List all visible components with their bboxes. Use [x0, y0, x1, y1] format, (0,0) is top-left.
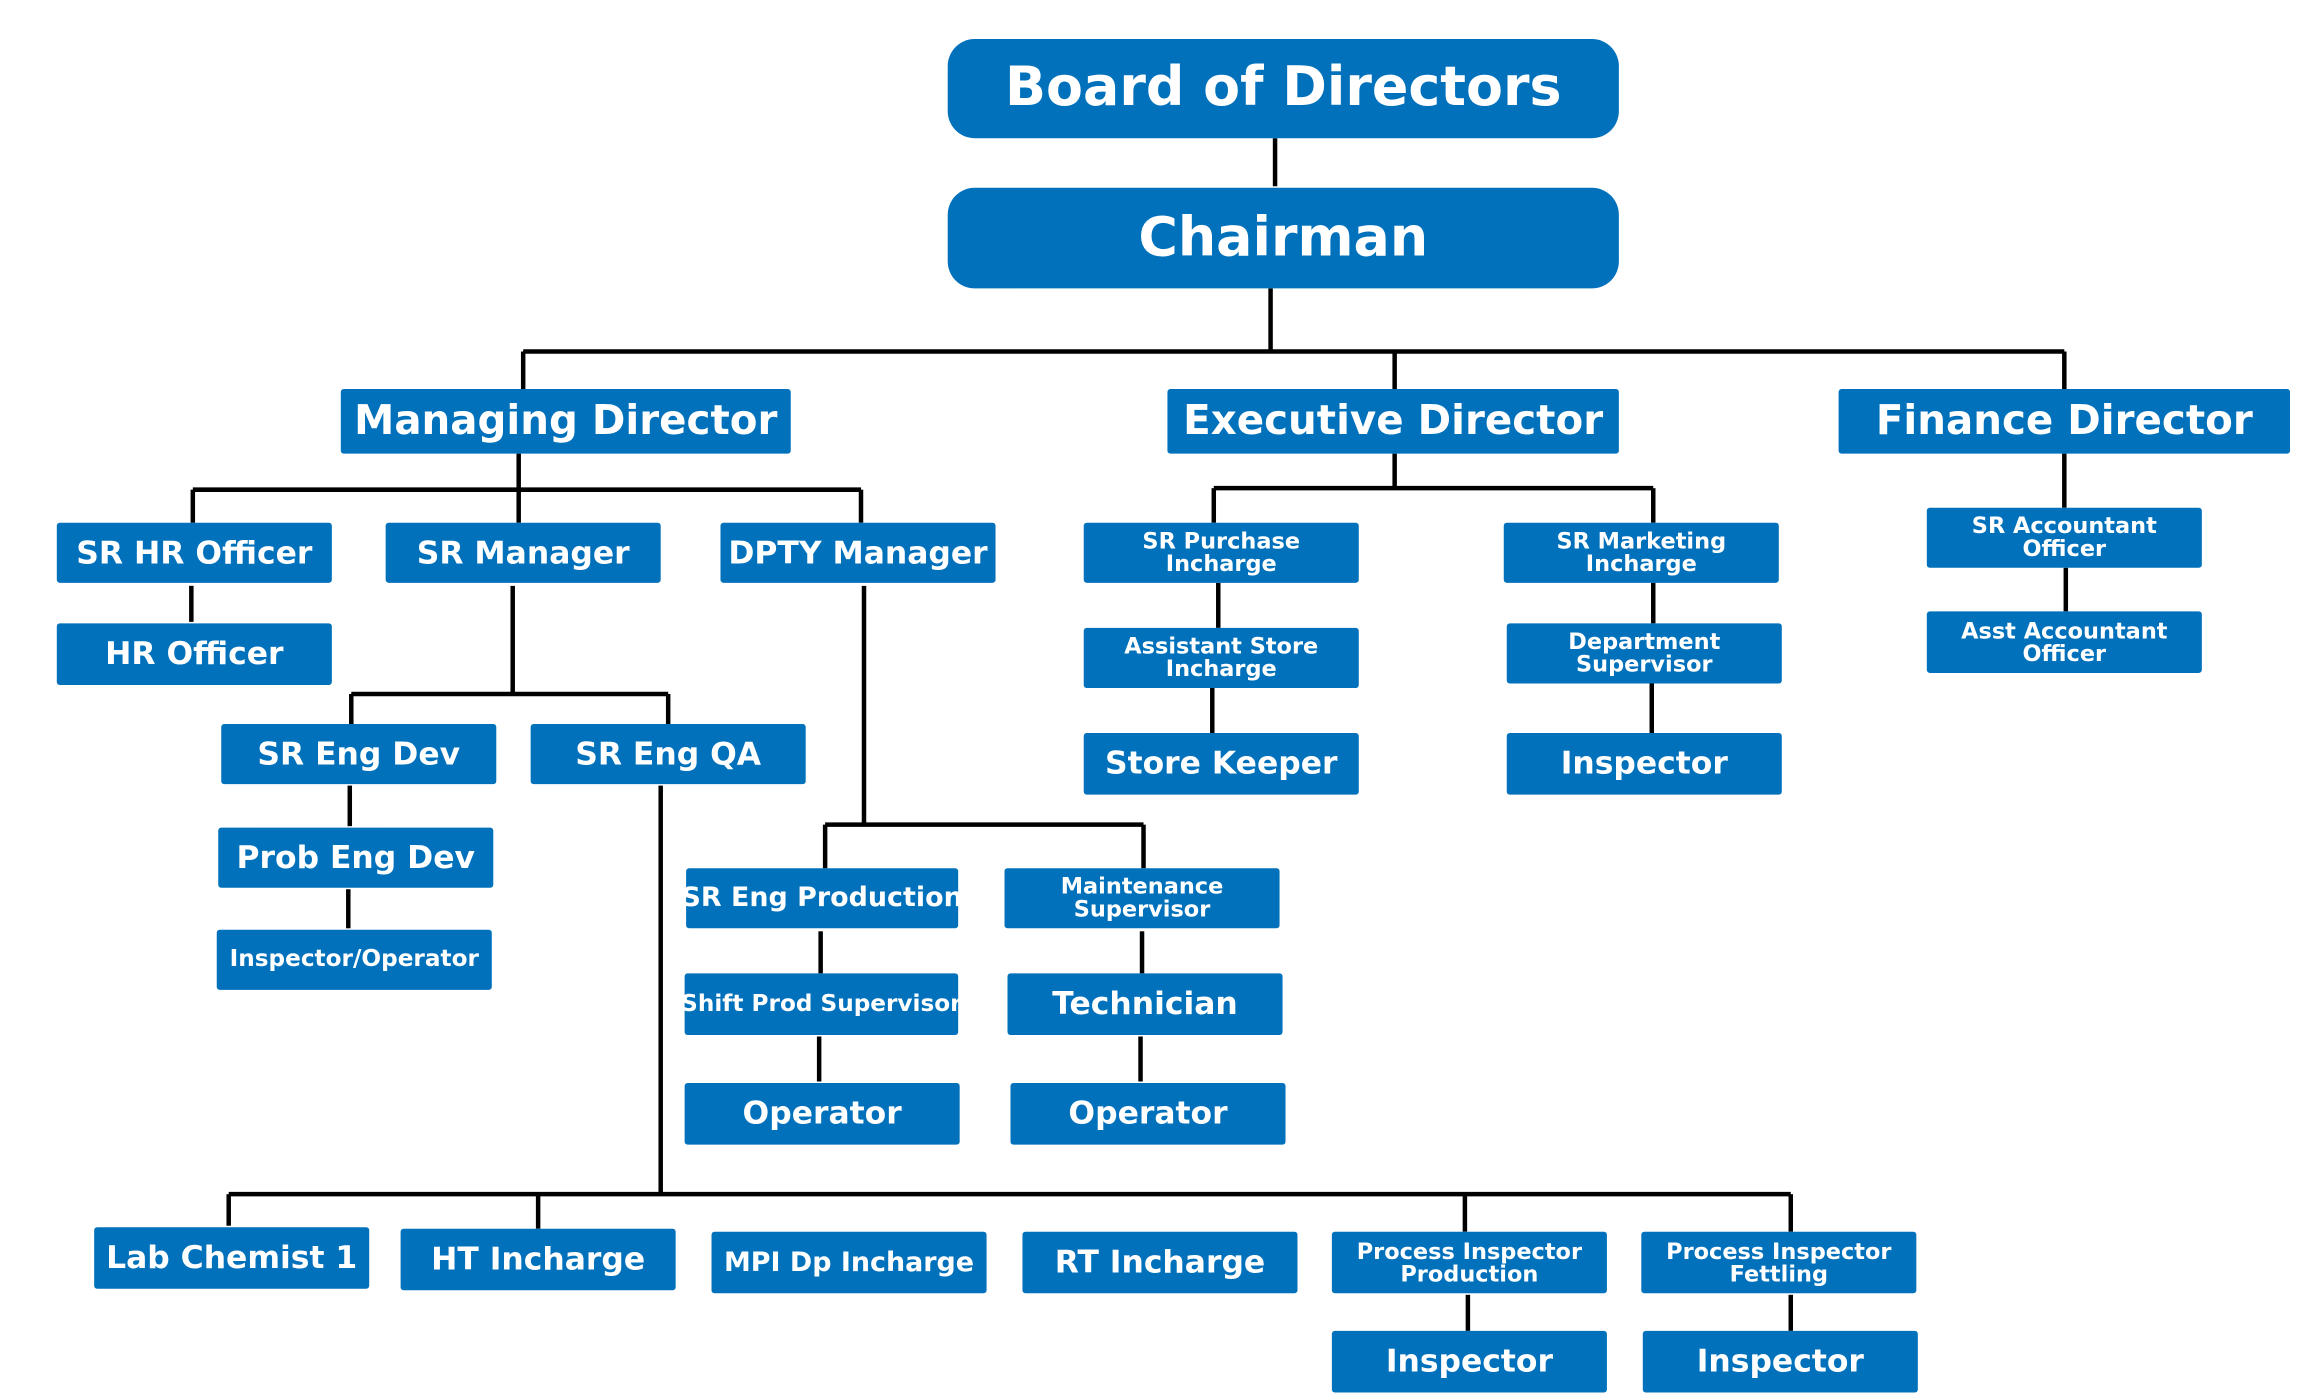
technician-box: Technician	[1007, 973, 1283, 1035]
store-keeper-box: Store Keeper	[1083, 733, 1359, 795]
asst-accountant-officer-box: Asst Accountant Officer	[1926, 611, 2202, 673]
prob-eng-dev-box: Prob Eng Dev	[218, 827, 494, 888]
inspector-fettling-box: Inspector	[1642, 1330, 1918, 1393]
process-inspector-production-box: Process Inspector Production	[1331, 1231, 1607, 1294]
sr-purchase-incharge-box: SR Purchase Incharge	[1083, 522, 1359, 583]
sr-hr-officer-box: SR HR Officer	[56, 522, 332, 583]
assistant-store-incharge-box: Assistant Store Incharge	[1083, 627, 1359, 688]
shift-prod-supervisor-box: Shift Prod Supervisor	[681, 973, 962, 1035]
operator-maintenance-box: Operator	[1010, 1083, 1286, 1145]
sr-eng-dev-box: SR Eng Dev	[221, 724, 497, 785]
managing-director-box: Managing Director	[340, 389, 791, 454]
board-of-directors-box: Board of Directors	[947, 39, 1619, 139]
dpty-manager-box: DPTY Manager	[720, 522, 996, 583]
department-supervisor-box: Department Supervisor	[1506, 623, 1782, 684]
inspector-production-box: Inspector	[1331, 1330, 1607, 1393]
ht-incharge-box: HT Incharge	[400, 1228, 676, 1291]
finance-director-box: Finance Director	[1838, 389, 2291, 454]
mpi-dp-incharge-box: MPI Dp Incharge	[711, 1231, 987, 1294]
lab-chemist-box: Lab Chemist 1	[94, 1227, 370, 1289]
inspector-marketing-box: Inspector	[1506, 733, 1782, 795]
rt-incharge-box: RT Incharge	[1022, 1231, 1298, 1294]
sr-eng-qa-box: SR Eng QA	[530, 724, 806, 785]
sr-eng-production-box: SR Eng Production	[682, 868, 963, 929]
chairman-box: Chairman	[947, 187, 1619, 289]
sr-accountant-officer-box: SR Accountant Officer	[1926, 507, 2202, 568]
process-inspector-fettling-box: Process Inspector Fettling	[1641, 1231, 1917, 1294]
sr-marketing-incharge-box: SR Marketing Incharge	[1503, 522, 1779, 583]
maintenance-supervisor-box: Maintenance Supervisor	[1004, 868, 1280, 929]
hr-officer-box: HR Officer	[56, 623, 332, 685]
inspector-operator-box: Inspector/Operator	[216, 929, 492, 990]
sr-manager-box: SR Manager	[385, 522, 661, 583]
executive-director-box: Executive Director	[1167, 389, 1619, 454]
operator-production-box: Operator	[684, 1083, 960, 1145]
